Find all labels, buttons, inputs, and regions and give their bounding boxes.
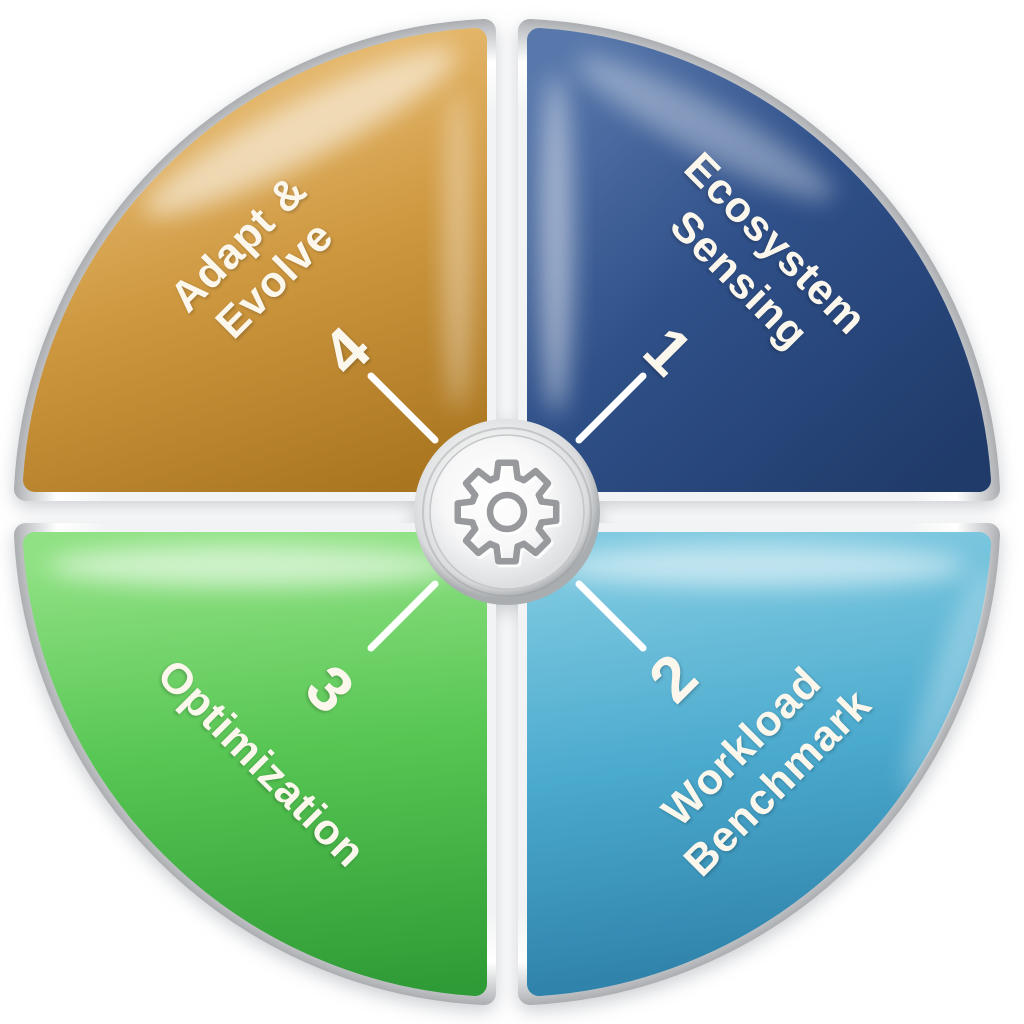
connector-line-2 — [575, 580, 647, 652]
gear-icon — [454, 459, 562, 568]
center-hub — [414, 419, 600, 605]
connector-lines — [367, 372, 647, 652]
gloss-highlight — [557, 545, 993, 793]
segment-adapt-evolve — [14, 19, 496, 501]
connector-line-1 — [575, 372, 647, 444]
gloss-highlight — [47, 545, 457, 587]
connector-line-3 — [367, 580, 439, 652]
gloss-highlight — [539, 56, 834, 415]
connector-line-4 — [367, 372, 439, 444]
gloss-highlight — [143, 48, 472, 410]
